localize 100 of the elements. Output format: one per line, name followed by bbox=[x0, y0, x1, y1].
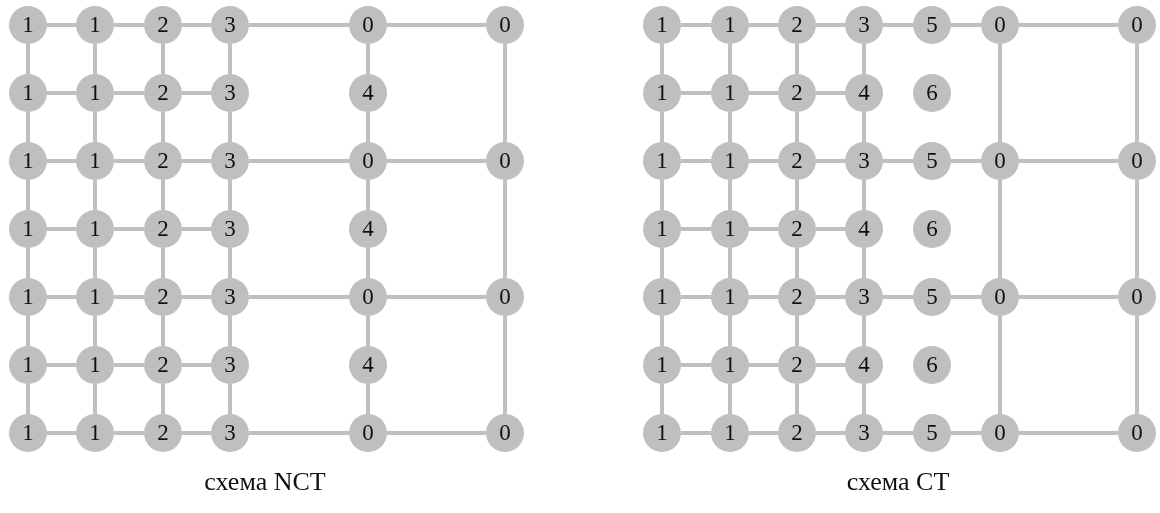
number-circle: 0 bbox=[981, 142, 1019, 180]
connector-line bbox=[1135, 316, 1139, 414]
connector-line bbox=[366, 44, 370, 74]
connector-line bbox=[182, 363, 211, 367]
number-circle: 3 bbox=[211, 278, 249, 316]
connector-line bbox=[749, 159, 778, 163]
connector-line bbox=[795, 316, 799, 346]
number-circle: 6 bbox=[913, 74, 951, 112]
number-circle: 1 bbox=[76, 6, 114, 44]
connector-line bbox=[862, 112, 866, 142]
connector-line bbox=[114, 159, 144, 163]
number-circle: 3 bbox=[211, 74, 249, 112]
connector-line bbox=[728, 180, 732, 210]
connector-line bbox=[114, 363, 144, 367]
connector-line bbox=[862, 44, 866, 74]
connector-line bbox=[862, 384, 866, 414]
number-circle: 1 bbox=[9, 6, 47, 44]
connector-line bbox=[1019, 295, 1118, 299]
number-circle: 2 bbox=[778, 414, 816, 452]
connector-line bbox=[660, 248, 664, 278]
connector-line bbox=[660, 112, 664, 142]
connector-line bbox=[816, 23, 845, 27]
connector-line bbox=[26, 44, 30, 74]
connector-line bbox=[795, 180, 799, 210]
connector-line bbox=[387, 295, 486, 299]
number-circle: 1 bbox=[643, 346, 681, 384]
number-circle: 0 bbox=[486, 142, 524, 180]
connector-line bbox=[1019, 431, 1118, 435]
connector-line bbox=[47, 91, 76, 95]
number-circle: 3 bbox=[211, 414, 249, 452]
connector-line bbox=[660, 180, 664, 210]
connector-line bbox=[182, 227, 211, 231]
number-circle: 1 bbox=[643, 142, 681, 180]
number-circle: 0 bbox=[349, 142, 387, 180]
connector-line bbox=[161, 316, 165, 346]
number-circle: 1 bbox=[76, 278, 114, 316]
number-circle: 5 bbox=[913, 142, 951, 180]
caption: схема NCT bbox=[204, 467, 326, 497]
connector-line bbox=[26, 180, 30, 210]
number-circle: 5 bbox=[913, 278, 951, 316]
number-circle: 2 bbox=[778, 346, 816, 384]
number-circle: 0 bbox=[486, 278, 524, 316]
connector-line bbox=[93, 112, 97, 142]
connector-line bbox=[161, 248, 165, 278]
number-circle: 0 bbox=[1118, 6, 1156, 44]
connector-line bbox=[795, 112, 799, 142]
number-circle: 2 bbox=[144, 74, 182, 112]
number-circle: 1 bbox=[711, 414, 749, 452]
connector-line bbox=[728, 248, 732, 278]
connector-line bbox=[728, 316, 732, 346]
number-circle: 0 bbox=[981, 6, 1019, 44]
number-circle: 1 bbox=[711, 74, 749, 112]
connector-line bbox=[161, 44, 165, 74]
caption: схема CT bbox=[846, 467, 950, 497]
connector-line bbox=[883, 159, 913, 163]
number-circle: 1 bbox=[643, 278, 681, 316]
number-circle: 1 bbox=[711, 6, 749, 44]
connector-line bbox=[26, 384, 30, 414]
connector-line bbox=[728, 44, 732, 74]
connector-line bbox=[681, 363, 711, 367]
connector-line bbox=[93, 248, 97, 278]
connector-line bbox=[366, 384, 370, 414]
number-circle: 0 bbox=[486, 414, 524, 452]
connector-line bbox=[249, 431, 349, 435]
connector-line bbox=[816, 159, 845, 163]
number-circle: 1 bbox=[643, 6, 681, 44]
connector-line bbox=[951, 295, 981, 299]
connector-line bbox=[681, 227, 711, 231]
number-circle: 3 bbox=[845, 414, 883, 452]
number-circle: 3 bbox=[211, 210, 249, 248]
number-circle: 5 bbox=[913, 414, 951, 452]
number-circle: 1 bbox=[76, 74, 114, 112]
connector-line bbox=[228, 180, 232, 210]
connector-line bbox=[503, 316, 507, 414]
connector-line bbox=[503, 44, 507, 142]
connector-line bbox=[47, 23, 76, 27]
number-circle: 2 bbox=[144, 278, 182, 316]
connector-line bbox=[26, 248, 30, 278]
number-circle: 6 bbox=[913, 210, 951, 248]
number-circle: 1 bbox=[9, 210, 47, 248]
connector-line bbox=[681, 159, 711, 163]
connector-line bbox=[228, 44, 232, 74]
number-circle: 0 bbox=[349, 414, 387, 452]
connector-line bbox=[366, 248, 370, 278]
connector-line bbox=[182, 159, 211, 163]
connector-line bbox=[749, 363, 778, 367]
connector-line bbox=[862, 180, 866, 210]
connector-line bbox=[951, 23, 981, 27]
number-circle: 1 bbox=[711, 210, 749, 248]
connector-line bbox=[249, 159, 349, 163]
number-circle: 3 bbox=[845, 6, 883, 44]
connector-line bbox=[816, 431, 845, 435]
connector-line bbox=[795, 384, 799, 414]
number-circle: 1 bbox=[9, 278, 47, 316]
connector-line bbox=[1135, 44, 1139, 142]
number-circle: 4 bbox=[349, 346, 387, 384]
number-circle: 3 bbox=[211, 6, 249, 44]
connector-line bbox=[998, 44, 1002, 142]
connector-line bbox=[47, 227, 76, 231]
connector-line bbox=[795, 248, 799, 278]
